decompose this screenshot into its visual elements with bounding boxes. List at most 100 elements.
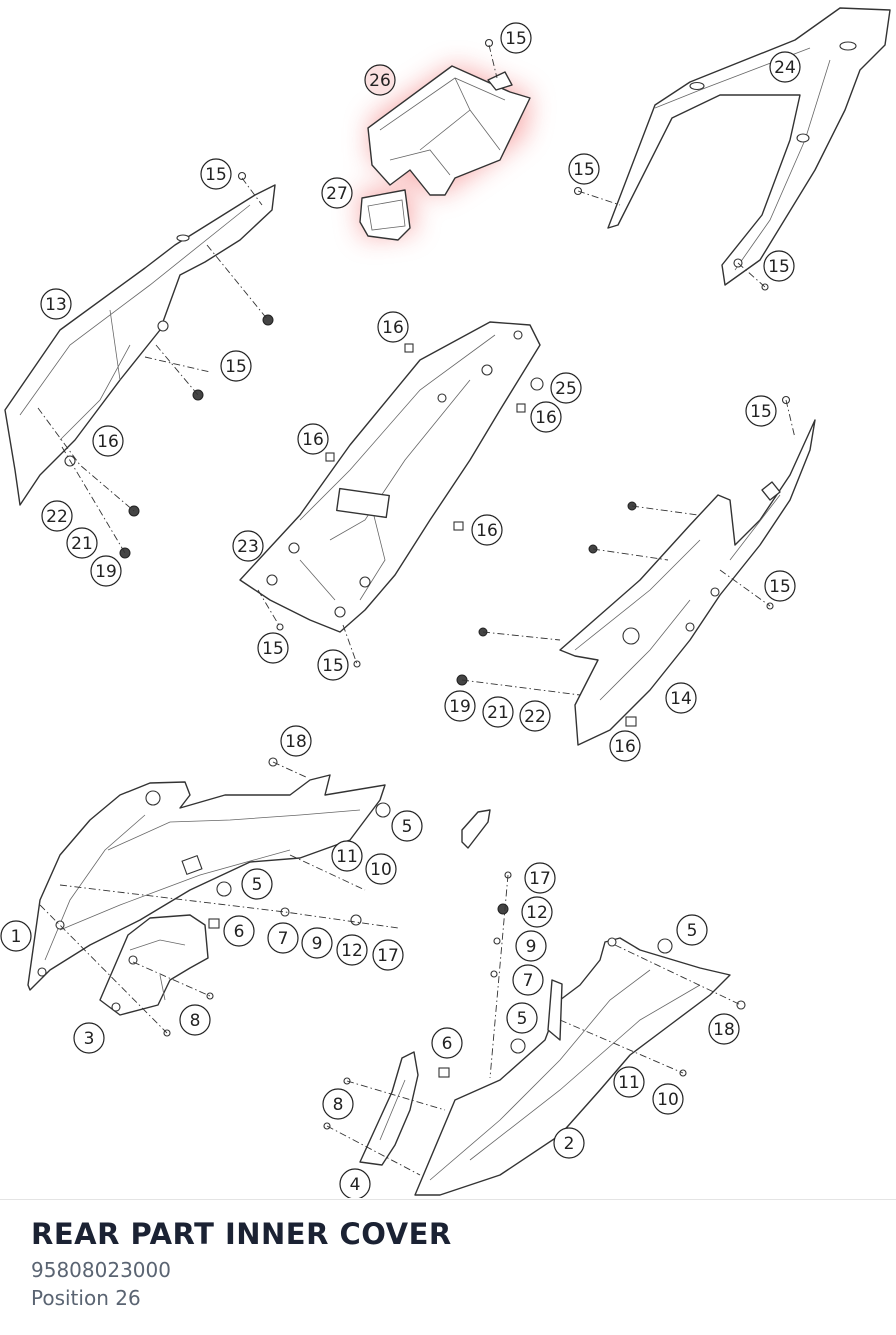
callout-number: 12 [341,941,363,961]
exploded-parts-diagram: 2627152415151513151622211916162516162315… [0,7,891,1198]
callout-10[interactable]: 10 [652,1083,684,1115]
callout-16[interactable]: 16 [92,425,124,457]
callout-number: 15 [505,29,527,49]
callout-number: 17 [529,869,551,889]
callout-14[interactable]: 14 [665,682,697,714]
callout-number: 6 [442,1034,453,1054]
callout-number: 22 [46,507,68,527]
part-14-side-panel-right[interactable] [559,419,816,746]
callout-number: 16 [535,408,557,428]
callout-22[interactable]: 22 [519,700,551,732]
callout-5[interactable]: 5 [506,1002,538,1034]
callout-number: 6 [234,922,245,942]
callout-18[interactable]: 18 [280,725,312,757]
callout-16[interactable]: 16 [297,423,329,455]
callout-17[interactable]: 17 [524,862,556,894]
callout-number: 16 [614,737,636,757]
callout-16[interactable]: 16 [609,730,641,762]
callout-11[interactable]: 11 [331,840,363,872]
part-4-bracket[interactable] [359,1051,419,1166]
callout-23[interactable]: 23 [232,530,264,562]
callout-12[interactable]: 12 [521,896,553,928]
callout-22[interactable]: 22 [41,500,73,532]
callout-number: 5 [252,875,263,895]
callout-8[interactable]: 8 [179,1004,211,1036]
part-number: 95808023000 [31,1258,171,1282]
callout-9[interactable]: 9 [301,927,333,959]
callout-number: 10 [657,1090,679,1110]
callout-number: 11 [336,847,358,867]
callout-15[interactable]: 15 [257,632,289,664]
callout-12[interactable]: 12 [336,934,368,966]
callout-15[interactable]: 15 [764,570,796,602]
callout-5[interactable]: 5 [391,810,423,842]
callout-7[interactable]: 7 [267,922,299,954]
callout-11[interactable]: 11 [613,1066,645,1098]
callout-number: 15 [322,656,344,676]
callout-24[interactable]: 24 [769,51,801,83]
part-13-side-panel-left[interactable] [4,184,276,506]
callout-3[interactable]: 3 [73,1022,105,1054]
callout-4[interactable]: 4 [339,1168,371,1198]
callout-15[interactable]: 15 [745,395,777,427]
part-24-grab-rail[interactable] [607,7,891,286]
callout-15[interactable]: 15 [220,350,252,382]
callout-17[interactable]: 17 [372,939,404,971]
callout-number: 21 [71,534,93,554]
callout-number: 5 [517,1009,528,1029]
callout-number: 7 [278,929,289,949]
callout-number: 15 [262,639,284,659]
callout-number: 17 [377,946,399,966]
callout-9[interactable]: 9 [515,930,547,962]
callout-1[interactable]: 1 [0,920,32,952]
callout-8[interactable]: 8 [322,1088,354,1120]
callout-number: 18 [713,1020,735,1040]
part-2-side-fairing-right[interactable] [414,937,731,1196]
callout-number: 5 [402,817,413,837]
callout-15[interactable]: 15 [500,22,532,54]
callout-number: 15 [573,160,595,180]
callout-15[interactable]: 15 [317,649,349,681]
callout-number: 13 [45,295,67,315]
callout-5[interactable]: 5 [676,914,708,946]
callout-7[interactable]: 7 [512,964,544,996]
callout-number: 15 [205,165,227,185]
part-26-inner-cover[interactable] [367,65,531,196]
callout-19[interactable]: 19 [90,555,122,587]
callout-19[interactable]: 19 [444,690,476,722]
callout-number: 16 [97,432,119,452]
callout-number: 22 [524,707,546,727]
callout-15[interactable]: 15 [200,158,232,190]
callout-26[interactable]: 26 [364,64,396,96]
part-3-inner-panel[interactable] [99,914,209,1016]
part-1-side-fairing-left[interactable] [27,774,386,991]
callout-16[interactable]: 16 [530,401,562,433]
callout-6[interactable]: 6 [223,915,255,947]
callout-2[interactable]: 2 [553,1127,585,1159]
callout-21[interactable]: 21 [66,527,98,559]
callout-number: 26 [369,71,391,91]
callout-21[interactable]: 21 [482,696,514,728]
callout-number: 15 [769,577,791,597]
callout-number: 10 [370,860,392,880]
callout-5[interactable]: 5 [241,868,273,900]
callout-6[interactable]: 6 [431,1027,463,1059]
callout-number: 23 [237,537,259,557]
footer-divider [0,1199,896,1200]
callout-number: 15 [225,357,247,377]
callout-16[interactable]: 16 [471,514,503,546]
callout-25[interactable]: 25 [550,372,582,404]
callout-labels: 2627152415151513151622211916162516162315… [0,22,801,1198]
callout-number: 12 [526,903,548,923]
callout-number: 9 [526,937,537,957]
part-23-undertray[interactable] [239,321,541,633]
callout-10[interactable]: 10 [365,853,397,885]
part-27-small-cover[interactable] [359,189,411,241]
callout-15[interactable]: 15 [568,153,600,185]
callout-number: 16 [476,521,498,541]
callout-15[interactable]: 15 [763,250,795,282]
callout-16[interactable]: 16 [377,311,409,343]
callout-13[interactable]: 13 [40,288,72,320]
callout-27[interactable]: 27 [321,177,353,209]
callout-18[interactable]: 18 [708,1013,740,1045]
